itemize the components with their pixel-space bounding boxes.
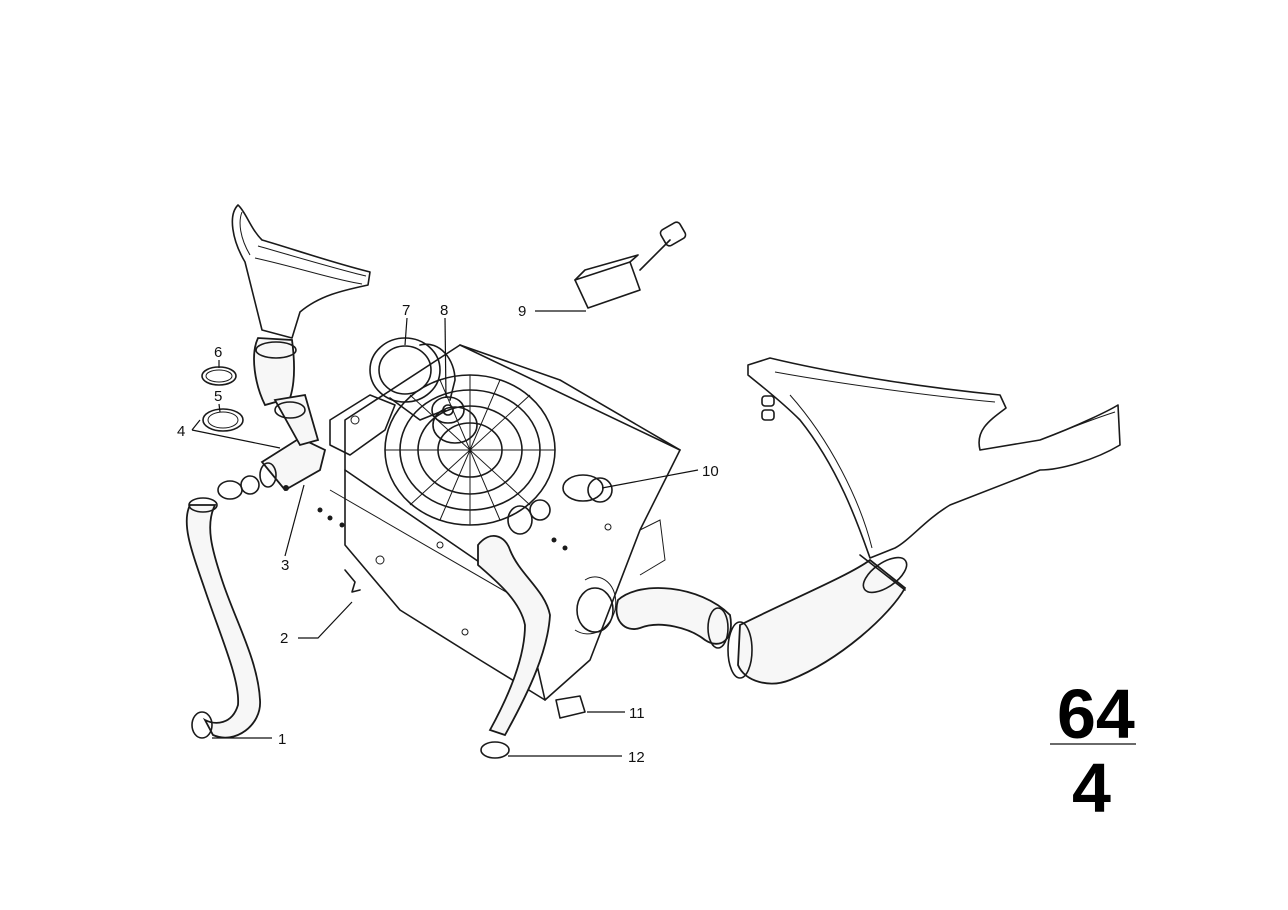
clip-part-11 [555, 695, 586, 719]
callout-5: 5 [214, 388, 222, 405]
callout-11: 11 [629, 705, 645, 722]
clip-part-2 [344, 569, 361, 593]
callout-2: 2 [280, 630, 288, 647]
left-water-hose [185, 475, 261, 739]
callout-4: 4 [177, 423, 185, 440]
center-water-hose [477, 474, 613, 759]
group-number-major: 64 [1057, 675, 1135, 753]
left-bracket [329, 394, 396, 456]
blower-resistor [574, 221, 687, 309]
callout-10: 10 [702, 463, 719, 480]
blower-fan [384, 374, 556, 526]
seal-ring [201, 366, 237, 386]
blower-motor [369, 337, 456, 421]
heater-valve [259, 393, 327, 492]
callout-12: 12 [628, 749, 645, 766]
leader-lines [191, 310, 1136, 757]
middle-elbow-hose [615, 587, 732, 649]
callout-6: 6 [214, 344, 222, 361]
group-number-minor: 4 [1072, 749, 1111, 827]
small-fasteners [283, 485, 568, 551]
callout-7: 7 [402, 302, 410, 319]
callout-1: 1 [278, 731, 286, 748]
gasket-ring [202, 408, 244, 432]
right-air-duct [747, 357, 1121, 559]
fan-hub [431, 396, 465, 424]
callout-8: 8 [440, 302, 448, 319]
right-lower-hose [727, 554, 908, 685]
callout-9: 9 [518, 303, 526, 320]
left-air-duct [231, 204, 371, 407]
callout-3: 3 [281, 557, 289, 574]
